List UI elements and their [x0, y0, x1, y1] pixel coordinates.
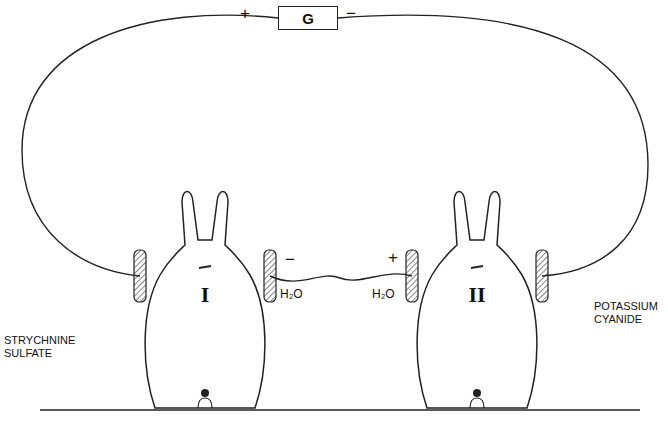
galvanometer-box: G [278, 6, 338, 30]
polarity-sign: − [285, 250, 295, 270]
polarity-sign: + [240, 4, 250, 24]
meter-label: G [302, 10, 314, 27]
rabbit-figure: II [412, 190, 542, 410]
ground-line [40, 409, 640, 411]
roman-numeral: I [140, 282, 270, 308]
substance-label: STRYCHNINE SULFATE [4, 334, 84, 359]
connecting-wire [270, 274, 412, 281]
substance-label: POTASSIUM CYANIDE [594, 300, 666, 325]
water-label: H₂O [280, 288, 303, 302]
polarity-sign: + [388, 248, 398, 268]
polarity-sign: − [346, 4, 356, 24]
water-label: H₂O [372, 288, 395, 302]
rabbit-figure: I [140, 190, 270, 410]
roman-numeral: II [412, 282, 542, 308]
connecting-wire [22, 15, 278, 276]
